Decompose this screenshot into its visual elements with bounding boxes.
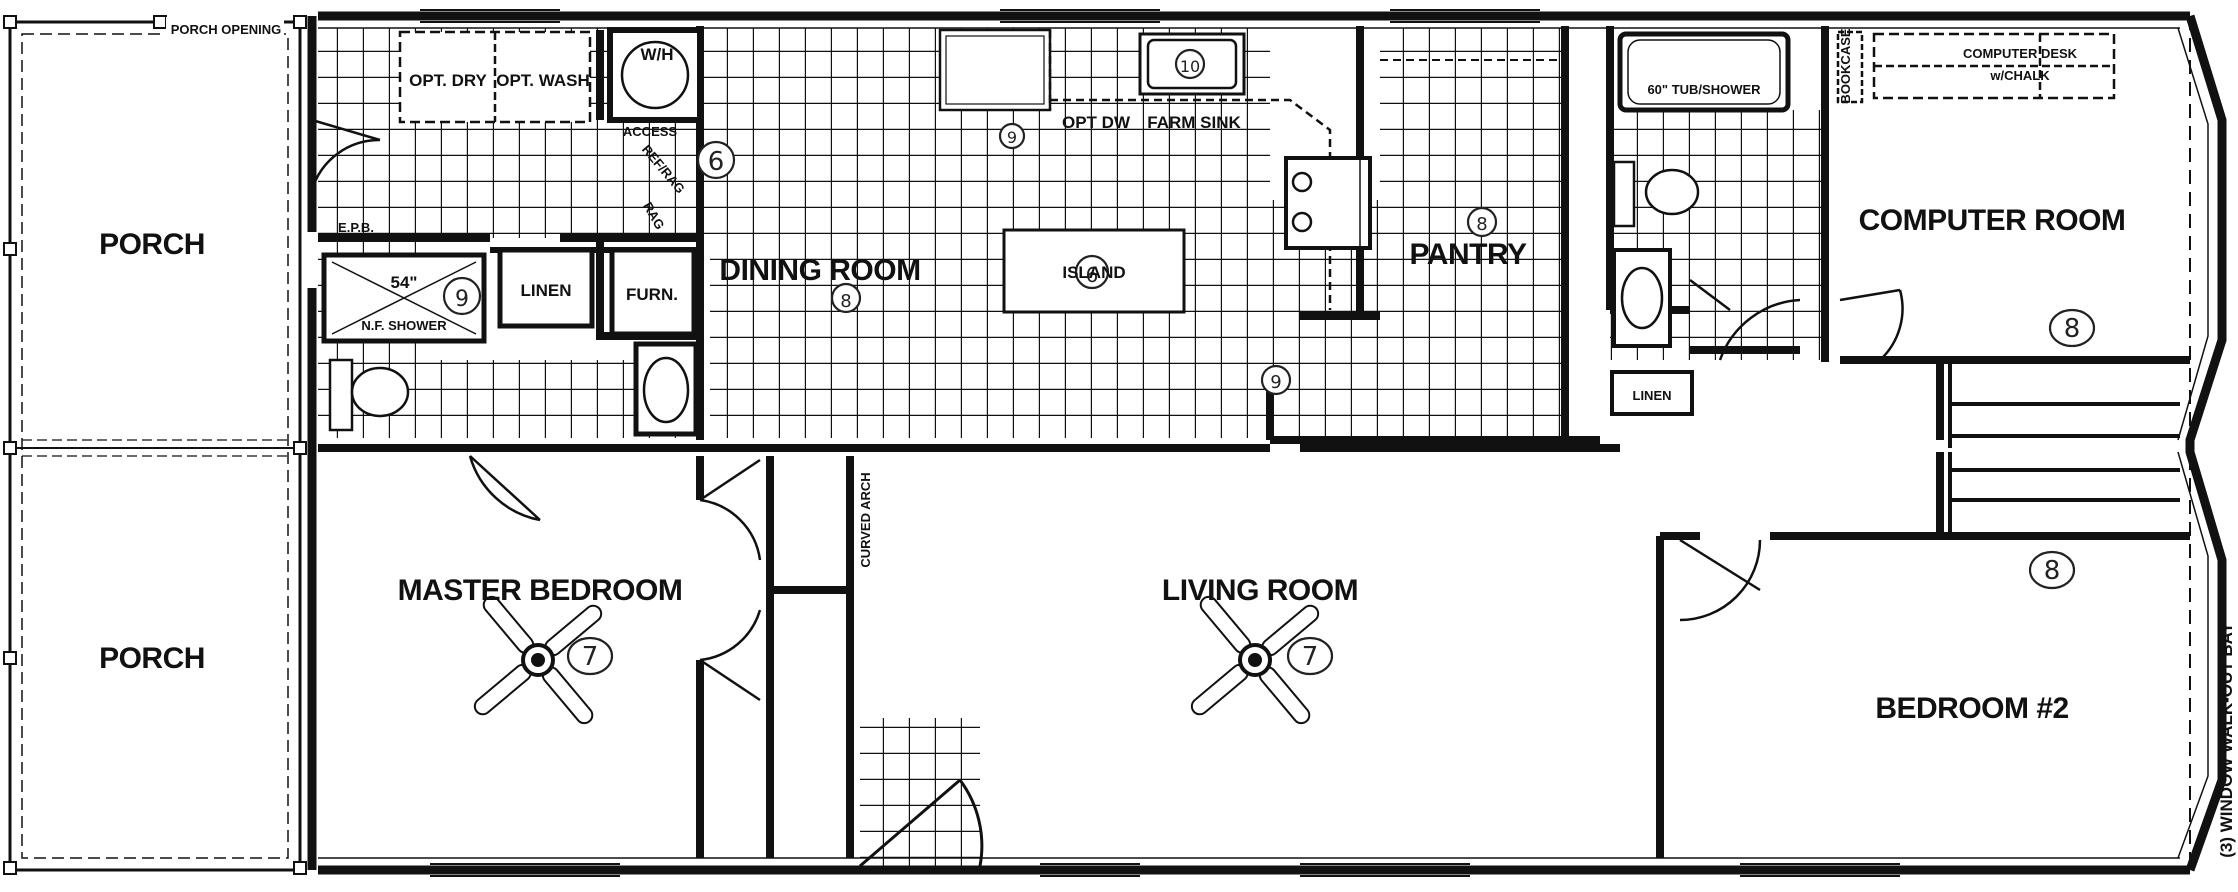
note-kitchen: 9	[1007, 128, 1017, 147]
computer-desk-label: COMPUTER DESK	[1963, 46, 2078, 61]
water-heater-label: W/H	[640, 45, 673, 64]
shower-size-label: 54"	[391, 273, 418, 292]
furnace-label: FURN.	[626, 285, 678, 304]
door-swings	[310, 118, 1904, 868]
porch-top-label: PORCH	[99, 228, 205, 261]
porch-opening-label: PORCH OPENING	[171, 22, 282, 37]
linen-master-label: LINEN	[521, 281, 572, 300]
note-fridge: 9	[1270, 372, 1281, 393]
note-sink: 10	[1180, 57, 1200, 76]
annotation-numbers: 6 9 8 6 10 9 8 9 8 8 7 7	[455, 57, 2080, 672]
note-bedroom-2: 8	[2044, 556, 2061, 586]
bookcase-label: BOOKCASE	[1838, 28, 1853, 103]
interior-walls	[318, 26, 2190, 858]
note-island: 6	[1086, 263, 1099, 287]
note-pantry: 8	[1476, 214, 1487, 235]
computer-room-label: COMPUTER ROOM	[1859, 204, 2126, 237]
note-master-fan: 7	[582, 642, 599, 672]
exterior-walls	[307, 9, 2227, 877]
access-label: ACCESS	[623, 124, 678, 139]
shower-label: N.F. SHOWER	[361, 318, 447, 333]
window-bay-label: (3) WINDOW WALK-OUT BAY	[2217, 622, 2236, 858]
porch-bottom-label: PORCH	[99, 642, 205, 675]
farm-sink-label: FARM SINK	[1147, 113, 1241, 132]
stairs-bedroom2	[1948, 360, 2180, 536]
note-living-fan: 7	[1302, 642, 1319, 672]
island-label: ISLAND	[1062, 263, 1125, 282]
note-dining: 8	[840, 291, 851, 312]
living-room-label: LIVING ROOM	[1162, 574, 1358, 607]
porch	[3, 15, 307, 875]
curved-arch-label: CURVED ARCH	[858, 472, 873, 567]
linen-hall-label: LINEN	[1633, 388, 1672, 403]
master-bedroom-label: MASTER BEDROOM	[398, 574, 683, 607]
computer-desk-chalk-label: w/CHALK	[1989, 68, 2050, 83]
fixtures	[321, 27, 2116, 437]
opt-dry-label: OPT. DRY	[409, 71, 487, 90]
opt-dw-label: OPT DW	[1062, 113, 1131, 132]
annotation-marks	[442, 48, 2096, 676]
bedroom-2-label: BEDROOM #2	[1875, 692, 2068, 725]
note-shower: 9	[455, 287, 469, 312]
note-computer-room: 8	[2064, 314, 2081, 344]
epb-label: E.P.B.	[338, 220, 374, 235]
opt-wash-label: OPT. WASH	[496, 71, 590, 90]
dining-room-label: DINING ROOM	[719, 254, 920, 287]
pantry-label: PANTRY	[1410, 238, 1527, 271]
tub-shower-label: 60" TUB/SHOWER	[1647, 82, 1761, 97]
note-laundry: 6	[708, 147, 725, 177]
